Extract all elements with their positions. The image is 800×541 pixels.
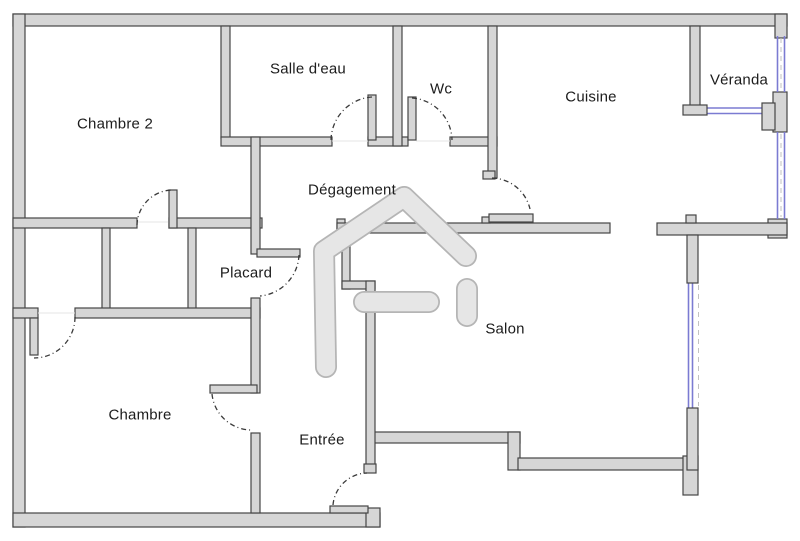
windows (687, 36, 786, 408)
door-salle-deau (330, 94, 377, 141)
room-label-degagement: Dégagement (308, 181, 396, 199)
room-label-salon: Salon (485, 320, 525, 338)
outer-walls (12, 13, 788, 528)
room-label-veranda: Véranda (709, 71, 769, 89)
room-label-chambre: Chambre (108, 406, 172, 424)
door-entree (329, 472, 369, 514)
room-label-placard: Placard (219, 264, 273, 282)
door-chambre2 (136, 189, 178, 229)
room-label-chambre2: Chambre 2 (76, 115, 154, 133)
room-label-entree: Entrée (299, 431, 345, 449)
room-label-salle-deau: Salle d'eau (270, 60, 346, 78)
door-closet (29, 316, 76, 359)
brand-watermark-logo (313, 186, 478, 378)
room-label-wc: Wc (429, 80, 453, 98)
door-cuisine (488, 177, 534, 223)
room-label-cuisine: Cuisine (565, 88, 617, 106)
interior-walls (12, 25, 788, 514)
doors (29, 94, 534, 514)
door-wc (407, 96, 453, 141)
door-chambre (209, 384, 258, 431)
door-placard (256, 248, 301, 297)
